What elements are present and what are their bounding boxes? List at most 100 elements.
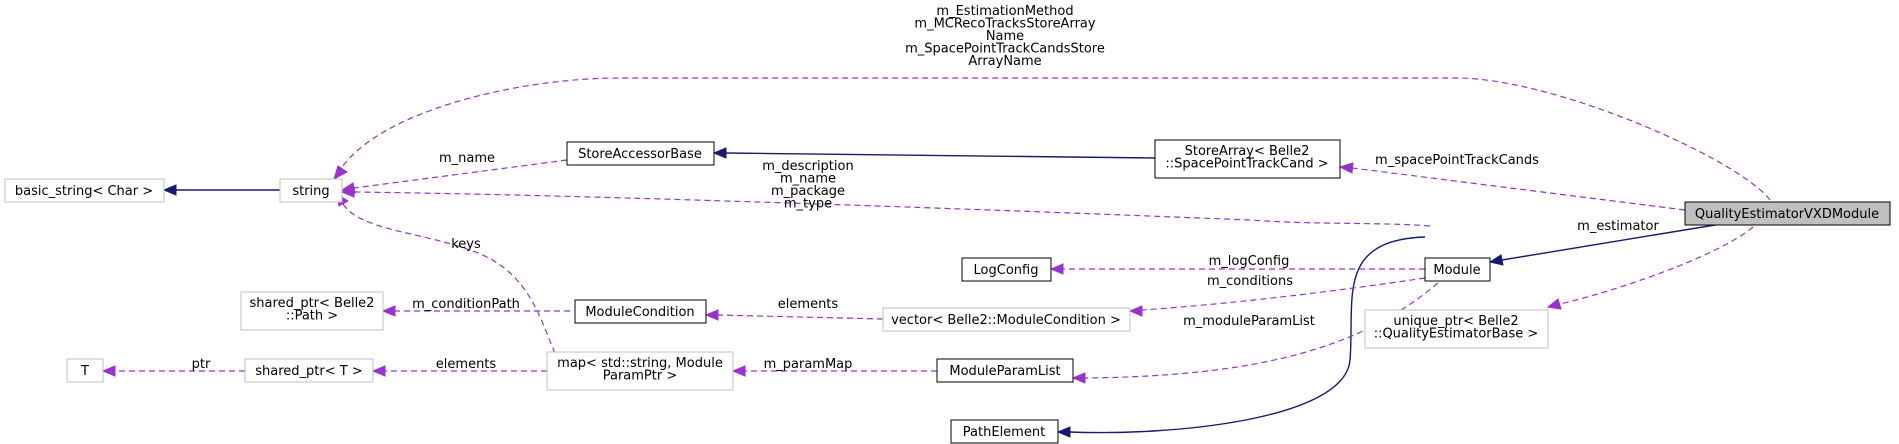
label-line: shared_ptr< Belle2 <box>250 296 375 311</box>
edge-label-module-strings-line: m_type <box>784 197 832 212</box>
edge-label-module-param-list: m_moduleParamList <box>1183 314 1315 329</box>
edge-accessor-to-string <box>353 159 568 189</box>
node-shared-ptr-t[interactable]: shared_ptr< T > <box>244 358 374 383</box>
arrowhead-unique-ptr <box>1546 298 1562 310</box>
edge-label-module-param-list-line: m_moduleParamList <box>1183 314 1315 329</box>
node-module-condition[interactable]: ModuleCondition <box>574 299 707 324</box>
node-vector-module-condition[interactable]: vector< Belle2::ModuleCondition > <box>882 307 1131 332</box>
node-basic-string[interactable]: basic_string< Char > <box>4 178 165 203</box>
svg-text:StoreArray< Belle2::SpacePoint: StoreArray< Belle2::SpacePointTrackCand … <box>1165 144 1328 172</box>
edge-vxd-to-unique-ptr <box>1559 226 1754 305</box>
node-store-array[interactable]: StoreArray< Belle2::SpacePointTrackCand … <box>1154 139 1341 179</box>
svg-text:string: string <box>292 184 329 199</box>
edge-module-inherits-path-element <box>1069 236 1426 434</box>
node-unique-ptr-quality-estimator[interactable]: unique_ptr< Belle2::QualityEstimatorBase… <box>1364 309 1549 349</box>
node-path-element[interactable]: PathElement <box>950 419 1059 444</box>
svg-text:shared_ptr< T >: shared_ptr< T > <box>255 364 362 379</box>
edge-label-string-names-line: m_EstimationMethod <box>936 4 1073 19</box>
edge-label-keys-line: keys <box>451 237 481 252</box>
arrowhead-path-element <box>1056 426 1071 438</box>
edge-label-module-strings-line: m_package <box>771 184 845 199</box>
label-line: T <box>80 364 89 379</box>
label-line: ModuleCondition <box>585 305 694 320</box>
svg-text:ModuleParamList: ModuleParamList <box>949 364 1060 379</box>
label-line: ::SpacePointTrackCand > <box>1165 157 1328 172</box>
svg-text:PathElement: PathElement <box>963 425 1045 440</box>
edge-map-to-string-keys <box>342 203 556 354</box>
edge-label-condition-path: m_conditionPath <box>412 297 520 312</box>
label-line: QualityEstimatorVXDModule <box>1695 207 1879 222</box>
edge-label-keys: keys <box>451 237 481 252</box>
arrowhead-module <box>1488 254 1504 266</box>
edge-vector-to-module-condition <box>717 314 884 320</box>
edge-label-module-strings-line: m_name <box>780 172 836 187</box>
edge-module-to-param-list <box>1084 282 1439 379</box>
node-string[interactable]: string <box>279 178 343 203</box>
edge-label-conditions-line: m_conditions <box>1207 274 1293 289</box>
edge-label-string-names-line: m_MCRecoTracksStoreArray <box>914 17 1095 32</box>
arrowhead-basic-string <box>162 184 177 196</box>
label-line: basic_string< Char > <box>15 184 153 199</box>
node-log-config[interactable]: LogConfig <box>961 257 1052 282</box>
edge-label-log-config: m_logConfig <box>1209 254 1290 269</box>
edge-label-m-name-line: m_name <box>439 151 495 166</box>
node-module[interactable]: Module <box>1424 257 1491 282</box>
edge-label-conditions: m_conditions <box>1207 274 1293 289</box>
label-line: string <box>292 184 329 199</box>
arrowhead-t <box>101 365 116 377</box>
svg-text:QualityEstimatorVXDModule: QualityEstimatorVXDModule <box>1695 207 1879 222</box>
svg-text:LogConfig: LogConfig <box>974 263 1039 278</box>
arrowhead-shared-ptr-path <box>381 305 396 317</box>
edge-vxd-to-string-names <box>339 77 1771 201</box>
edge-label-param-map-line: m_paramMap <box>764 357 853 372</box>
edge-label-estimator: m_estimator <box>1577 219 1659 234</box>
label-line: shared_ptr< T > <box>255 364 362 379</box>
svg-text:ModuleCondition: ModuleCondition <box>585 305 694 320</box>
edge-label-ptr-line: ptr <box>192 357 211 372</box>
node-module-param-list[interactable]: ModuleParamList <box>936 358 1074 383</box>
edge-label-string-names-line: ArrayName <box>968 54 1041 69</box>
edge-vxd-to-store-array <box>1351 167 1686 211</box>
svg-text:shared_ptr< Belle2::Path >: shared_ptr< Belle2::Path > <box>250 296 375 324</box>
edge-label-module-strings-line: m_description <box>762 159 853 174</box>
arrowhead-vector <box>1128 305 1143 317</box>
node-store-accessor-base[interactable]: StoreAccessorBase <box>566 141 715 166</box>
arrowhead-store-array <box>1338 162 1354 174</box>
arrowhead-store-accessor-base <box>712 147 727 159</box>
node-quality-estimator-vxd-module[interactable]: QualityEstimatorVXDModule <box>1684 201 1891 226</box>
edge-label-elements-map-line: elements <box>436 357 497 372</box>
arrowhead-string-module <box>340 186 355 198</box>
edge-module-to-string <box>353 191 1431 227</box>
svg-text:T: T <box>80 364 89 379</box>
svg-text:basic_string< Char >: basic_string< Char > <box>15 184 153 199</box>
label-line: ParamPtr > <box>603 369 678 384</box>
svg-text:vector< Belle2::ModuleConditio: vector< Belle2::ModuleCondition > <box>891 313 1121 328</box>
arrowhead-module-condition <box>704 309 719 321</box>
edge-label-ptr: ptr <box>192 357 211 372</box>
edge-label-log-config-line: m_logConfig <box>1209 254 1290 269</box>
arrowhead-shared-ptr-t <box>371 365 386 377</box>
edge-label-param-map: m_paramMap <box>764 357 853 372</box>
edge-label-elements-map: elements <box>436 357 497 372</box>
edge-label-space-point-track-cands-line: m_spacePointTrackCands <box>1375 153 1539 168</box>
node-t[interactable]: T <box>66 358 104 383</box>
label-line: ::QualityEstimatorBase > <box>1374 327 1539 342</box>
edge-label-space-point-track-cands: m_spacePointTrackCands <box>1375 153 1539 168</box>
edge-label-string-names-line: Name <box>986 29 1024 44</box>
svg-text:StoreAccessorBase: StoreAccessorBase <box>578 147 702 162</box>
arrowhead-map <box>731 365 746 377</box>
label-line: unique_ptr< Belle2 <box>1393 314 1518 329</box>
arrowhead-log-config <box>1049 263 1064 275</box>
label-line: ::Path > <box>286 309 338 324</box>
label-line: StoreArray< Belle2 <box>1185 144 1310 159</box>
edge-store-array-inherits-accessor-base <box>725 152 1156 159</box>
edge-label-elements-vector-line: elements <box>778 297 839 312</box>
arrowhead-param-list <box>1071 372 1086 384</box>
label-line: LogConfig <box>974 263 1039 278</box>
node-shared-ptr-path[interactable]: shared_ptr< Belle2::Path > <box>240 291 384 331</box>
label-line: Module <box>1433 263 1480 278</box>
edge-label-condition-path-line: m_conditionPath <box>412 297 520 312</box>
